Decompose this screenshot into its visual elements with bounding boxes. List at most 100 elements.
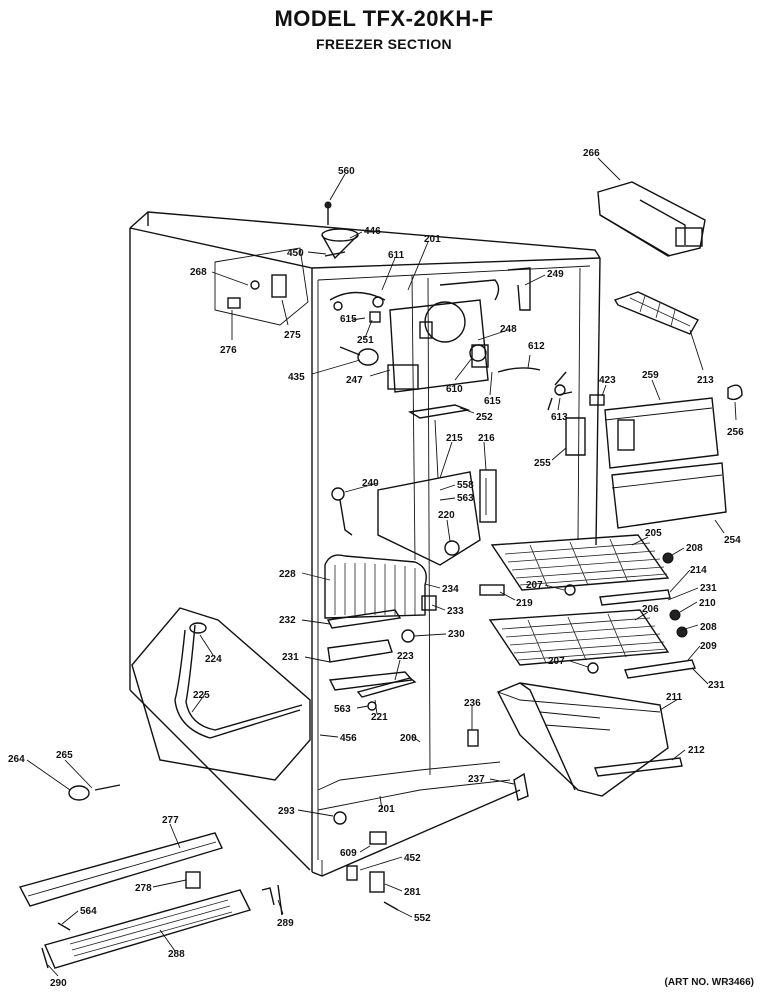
part-label: 265 — [56, 750, 73, 761]
part-label: 214 — [690, 565, 707, 576]
freezer-basket — [497, 682, 683, 797]
part-label: 219 — [516, 598, 533, 609]
part-label: 205 — [645, 528, 662, 539]
bottom-hardware — [333, 811, 399, 911]
lower-shelf — [488, 609, 670, 666]
part-label: 446 — [364, 226, 381, 237]
part-label: 208 — [700, 622, 717, 633]
page-title: MODEL TFX-20KH-F — [274, 6, 494, 31]
part-label: 248 — [500, 324, 517, 335]
part-label: 456 — [340, 733, 357, 744]
part-label: 234 — [442, 584, 459, 595]
part-label: 266 — [583, 148, 600, 159]
art-number: (ART NO. WR3466) — [664, 977, 754, 988]
part-label: 216 — [478, 433, 495, 444]
ice-tray — [613, 291, 699, 335]
top-fittings — [321, 201, 359, 260]
part-label: 278 — [135, 883, 152, 894]
part-labels: 560 446 450 201 611 249 266 268 275 276 … — [8, 148, 744, 989]
part-label: 612 — [528, 341, 545, 352]
part-label: 613 — [551, 412, 568, 423]
part-label: 423 — [599, 375, 616, 386]
part-label: 232 — [279, 615, 296, 626]
part-label: 209 — [700, 641, 717, 652]
part-label: 206 — [642, 604, 659, 615]
freezer-cabinet — [129, 211, 601, 877]
part-label: 268 — [190, 267, 207, 278]
part-label: 231 — [282, 652, 299, 663]
part-label: 212 — [688, 745, 705, 756]
part-label: 201 — [378, 804, 395, 815]
part-label: 228 — [279, 569, 296, 580]
fan-motor-assembly — [329, 267, 605, 411]
part-label: 247 — [346, 375, 363, 386]
leader-lines — [26, 157, 737, 977]
part-label: 207 — [548, 656, 565, 667]
part-label: 277 — [162, 815, 179, 826]
part-label: 609 — [340, 848, 357, 859]
part-label: 288 — [168, 949, 185, 960]
part-label: 231 — [708, 680, 725, 691]
hinge-hardware — [467, 729, 529, 801]
part-label: 251 — [357, 335, 374, 346]
part-label: 281 — [404, 887, 421, 898]
part-label: 254 — [724, 535, 741, 546]
air-duct — [407, 404, 497, 523]
part-label: 231 — [700, 583, 717, 594]
part-label: 615 — [340, 314, 357, 325]
defrost-heater — [327, 584, 505, 711]
part-label: 610 — [446, 384, 463, 395]
part-label: 290 — [50, 978, 67, 989]
drawer-front — [611, 462, 727, 529]
part-label: 276 — [220, 345, 237, 356]
part-label: 211 — [666, 692, 683, 703]
part-label: 237 — [468, 774, 485, 785]
part-label: 223 — [397, 651, 414, 662]
page-subtitle: FREEZER SECTION — [316, 36, 452, 52]
part-label: 220 — [438, 510, 455, 521]
part-label: 221 — [371, 712, 388, 723]
part-label: 213 — [697, 375, 714, 386]
evaporator-baffle — [331, 471, 481, 566]
part-label: 611 — [388, 250, 405, 261]
part-label: 256 — [727, 427, 744, 438]
ice-maker-housing — [565, 384, 743, 469]
left-wall-bracket — [214, 247, 309, 326]
part-label: 560 — [338, 166, 355, 177]
cap-and-screw — [68, 784, 121, 801]
part-label: 225 — [193, 690, 210, 701]
part-label: 255 — [534, 458, 551, 469]
part-label: 201 — [424, 234, 441, 245]
part-label: 552 — [414, 913, 431, 924]
drain-trough — [131, 607, 311, 781]
part-label: 215 — [446, 433, 463, 444]
ice-bucket — [597, 181, 706, 257]
part-label: 264 — [8, 754, 25, 765]
part-label: 207 — [526, 580, 543, 591]
part-label: 233 — [447, 606, 464, 617]
part-label: 249 — [547, 269, 564, 280]
part-label: 252 — [476, 412, 493, 423]
part-label: 236 — [464, 698, 481, 709]
part-label: 208 — [686, 543, 703, 554]
part-label: 275 — [284, 330, 301, 341]
shelf-supports — [564, 552, 696, 679]
part-label: 452 — [404, 853, 421, 864]
part-label: 450 — [287, 248, 304, 259]
part-label: 230 — [448, 629, 465, 640]
upper-shelf — [490, 534, 670, 591]
part-label: 210 — [699, 598, 716, 609]
part-label: 558 — [457, 480, 474, 491]
part-label: 435 — [288, 372, 305, 383]
part-label: 563 — [334, 704, 351, 715]
part-label: 240 — [362, 478, 379, 489]
part-label: 615 — [484, 396, 501, 407]
kick-plate-assembly — [18, 832, 283, 969]
evaporator-coil — [324, 554, 427, 629]
part-label: 564 — [80, 906, 97, 917]
part-label: 293 — [278, 806, 295, 817]
part-label: 259 — [642, 370, 659, 381]
part-label: 200 — [400, 733, 417, 744]
part-label: 289 — [277, 918, 294, 929]
